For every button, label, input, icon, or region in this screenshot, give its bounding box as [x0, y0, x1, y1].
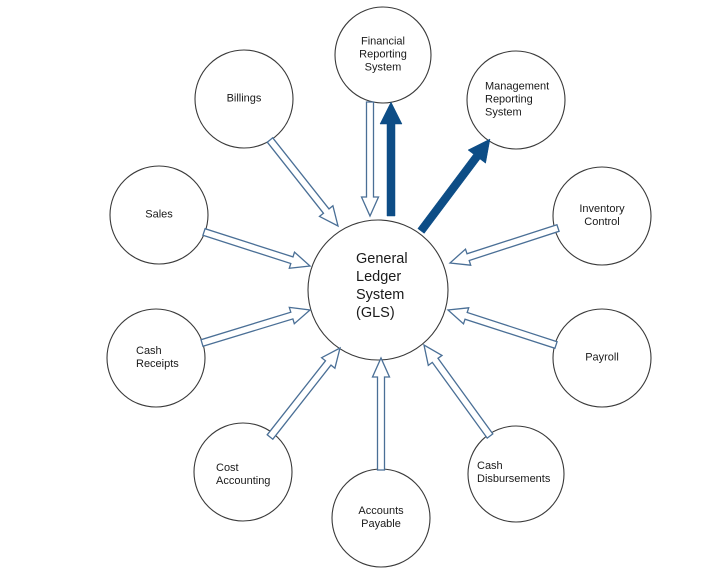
arrow-financial-reporting-into-gls [360, 101, 380, 218]
node-circle-inventory-control [552, 166, 652, 266]
arrow-financial-reporting-system [379, 101, 403, 217]
node-circle-billings [194, 49, 294, 149]
arrow-accounts-payable [371, 356, 391, 471]
node-circle-cash-receipts [106, 308, 206, 408]
node-label-financial-reporting-system: Financial Reporting System [359, 35, 407, 74]
center-label: General Ledger System (GLS) [356, 251, 408, 321]
arrow-payroll [446, 307, 558, 350]
center-circle [307, 219, 449, 361]
node-label-payroll: Payroll [585, 351, 619, 364]
node-circle-cash-disbursements [467, 425, 565, 523]
node-label-sales: Sales [145, 208, 173, 221]
arrow-management-reporting-system [417, 138, 491, 234]
node-label-management-reporting-system: Management Reporting System [485, 80, 550, 119]
node-circle-management-reporting-system [466, 50, 566, 150]
node-label-billings: Billings [226, 92, 262, 105]
arrow-cash-receipts [200, 306, 312, 348]
arrow-billings [266, 136, 339, 228]
node-label-cash-disbursements: Cash Disbursements [477, 460, 551, 485]
node-label-cost-accounting: Cost Accounting [216, 462, 271, 487]
arrow-cost-accounting [266, 346, 341, 441]
arrow-sales [202, 227, 312, 270]
arrow-cash-disbursements [423, 343, 494, 440]
arrow-inventory-control [448, 223, 560, 266]
node-circle-financial-reporting-system [334, 6, 432, 104]
node-circle-cost-accounting [193, 422, 293, 522]
node-circle-payroll [552, 308, 652, 408]
node-label-inventory-control: Inventory Control [579, 203, 625, 228]
node-label-accounts-payable: Accounts Payable [358, 505, 404, 530]
node-circle-sales [109, 165, 209, 265]
node-label-cash-receipts: Cash Receipts [136, 345, 179, 370]
